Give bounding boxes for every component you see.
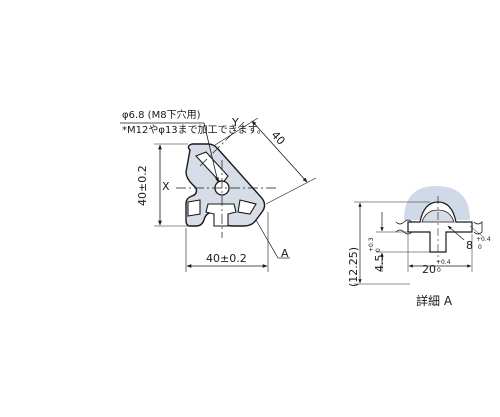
dim-opening-value: 8 (466, 239, 473, 252)
dim-total-height (354, 201, 430, 285)
axis-x-label: X (162, 180, 170, 193)
dim-height (154, 143, 188, 227)
center-line-y (199, 121, 245, 167)
callout-note: *M12やφ13まで加工できます。 (122, 124, 267, 136)
dim-slot-width-value: 20 (422, 263, 436, 276)
detail-a-view (395, 186, 483, 262)
dim-slot-depth (376, 212, 430, 272)
dim-slot-depth-tol-upper: +0.3 (368, 237, 375, 252)
dim-width (185, 212, 269, 272)
dim-opening (447, 225, 483, 241)
profile-slot-left (187, 199, 201, 217)
dim-diagonal (214, 117, 317, 205)
callout-leader (120, 122, 219, 183)
profile-main-view (176, 121, 278, 238)
dim-height-value: 40±0.2 (136, 165, 149, 206)
dim-width-value: 40±0.2 (206, 252, 247, 265)
detail-ref-leader (255, 219, 279, 259)
callout-hole-size: φ6.8 (M8下穴用) (122, 108, 201, 121)
dim-opening-tol-upper: +0.4 (476, 236, 491, 243)
detail-title: 詳細 A (416, 293, 453, 308)
detail-slot-profile (407, 201, 473, 253)
profile-slot-upper (195, 151, 229, 185)
dim-slot-width-tol-lower: 0 (437, 267, 441, 274)
axis-y-label: Y (231, 116, 239, 129)
profile-tslot-bottom (205, 203, 237, 227)
dim-opening-tol-lower: 0 (478, 244, 482, 251)
dim-slot-width (407, 234, 473, 272)
dim-slot-depth-value: 4.5 (373, 255, 386, 273)
dim-slot-depth-tol-lower: 0 (375, 248, 382, 252)
dim-total-height-value: (12.25) (347, 247, 360, 287)
profile-slot-right (237, 199, 257, 215)
detail-ref-label: A (281, 247, 289, 260)
dim-diagonal-value: 40 (269, 129, 288, 148)
dim-slot-width-tol-upper: +0.4 (436, 259, 451, 266)
